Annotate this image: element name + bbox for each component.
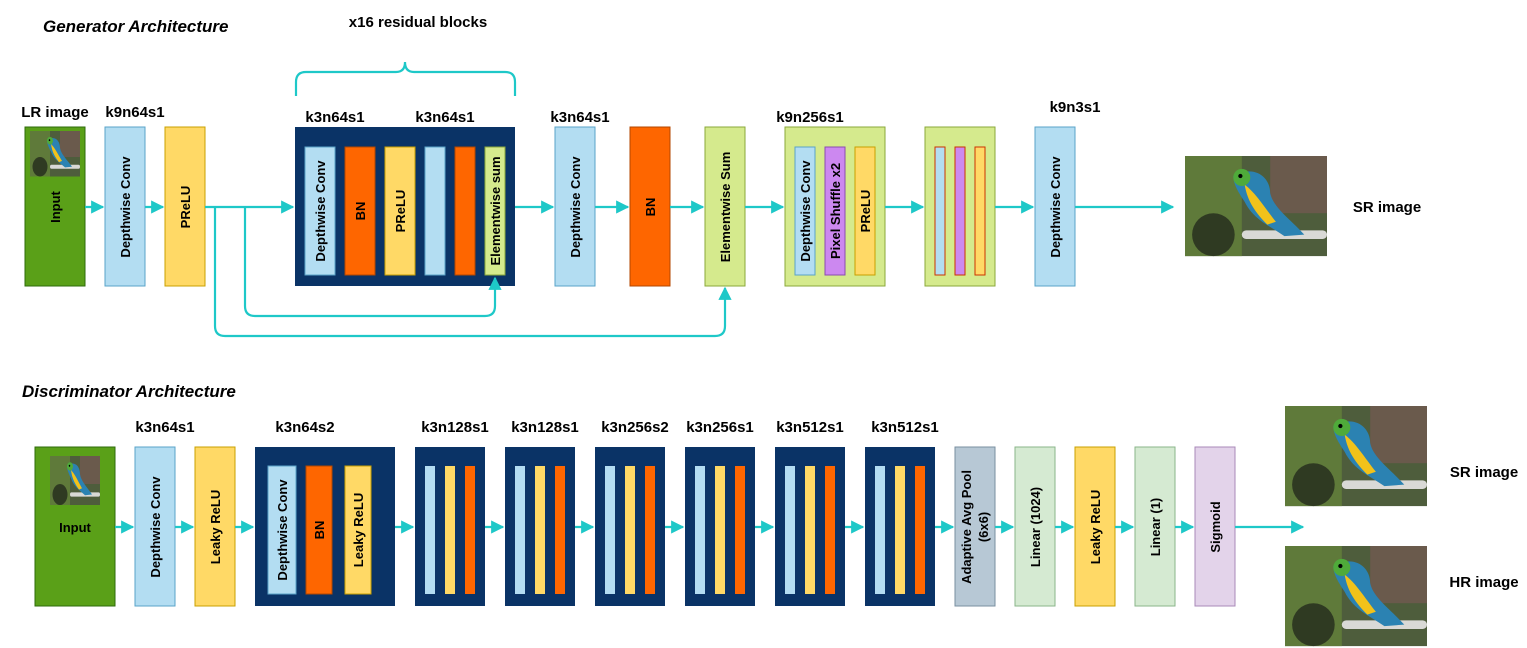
gen-res-sum: [484, 146, 506, 276]
gen-up2-shuffle: [954, 146, 966, 276]
gen-label-res-b: k3n64s1: [415, 109, 474, 126]
parrot-photo-icon: [50, 456, 100, 505]
disc-pool-block: [954, 446, 996, 607]
gen-res-prelu: [384, 146, 416, 276]
gen-label-k9n64s1: k9n64s1: [105, 104, 164, 121]
disc-lrelu3-label: Leaky ReLU: [1088, 490, 1103, 564]
disc-label-4: k3n128s1: [511, 419, 579, 436]
gen-res-conv: [304, 146, 336, 276]
disc-sigmoid-block: [1194, 446, 1236, 607]
disc-label-6: k3n256s1: [686, 419, 754, 436]
disc-block-8: [865, 447, 935, 606]
disc-block2-bn: [305, 465, 333, 595]
disc-label-5: k3n256s2: [601, 419, 669, 436]
disc-conv1-block: [134, 446, 176, 607]
gen-conv2-block: [554, 126, 596, 287]
gen-label-post-res: k3n64s1: [550, 109, 609, 126]
residual-brace-label: x16 residual blocks: [349, 14, 487, 31]
gen-sr-caption: SR image: [1353, 199, 1421, 216]
disc-linear1-block: [1014, 446, 1056, 607]
disc-label-2: k3n64s2: [275, 419, 334, 436]
gen-up-prelu-label: PReLU: [858, 190, 873, 233]
parrot-photo-icon: [30, 131, 80, 177]
lr-image-caption: LR image: [21, 104, 89, 121]
gen-conv1-block: [104, 126, 146, 287]
gen-sum2-block: [704, 126, 746, 287]
gen-prelu1-label: PReLU: [178, 186, 193, 229]
gen-conv2-label: Depthwise Conv: [568, 156, 583, 258]
disc-lrelu3-block: [1074, 446, 1116, 607]
generator-title: Generator Architecture: [43, 17, 228, 36]
disc-lrelu1-block: [194, 446, 236, 607]
gen-label-final: k9n3s1: [1050, 99, 1101, 116]
disc-sigmoid-label: Sigmoid: [1208, 501, 1223, 552]
gen-up2-conv: [934, 146, 946, 276]
disc-conv1-label: Depthwise Conv: [148, 476, 163, 578]
disc-block2-conv: [267, 465, 297, 595]
residual-brace: [294, 61, 517, 96]
disc-block2-lrelu-label: Leaky ReLU: [351, 493, 366, 567]
disc-linear2-label: Linear (1): [1148, 498, 1163, 557]
gen-res-bn: [344, 146, 376, 276]
disc-hr-caption: HR image: [1449, 574, 1518, 591]
disc-label-1: k3n64s1: [135, 419, 194, 436]
disc-block2-lrelu: [344, 465, 372, 595]
gen-up-shuffle-label: Pixel Shuffle x2: [828, 163, 843, 259]
gen-res-conv-label: Depthwise Conv: [313, 160, 328, 262]
disc-block-6: [685, 447, 755, 606]
gen-res-sum-label: Elementwise sum: [488, 156, 503, 265]
gen-bn2-label: BN: [643, 198, 658, 217]
gen-final-conv-label: Depthwise Conv: [1048, 156, 1063, 258]
disc-label-7: k3n512s1: [776, 419, 844, 436]
gen-res-prelu-label: PReLU: [393, 190, 408, 233]
gen-res-bn-2: [454, 146, 476, 276]
gen-prelu1-block: [164, 126, 206, 287]
gen-res-conv-2: [424, 146, 446, 276]
gen-conv1-label: Depthwise Conv: [118, 156, 133, 258]
disc-sr-image: [1285, 406, 1427, 507]
disc-label-3: k3n128s1: [421, 419, 489, 436]
disc-block-4: [505, 447, 575, 606]
gen-input-label: Input: [48, 190, 63, 222]
gen-label-upsample: k9n256s1: [776, 109, 844, 126]
disc-hr-image: [1285, 546, 1427, 647]
disc-pool-label: Adaptive Avg Pool: [959, 470, 974, 584]
disc-block-7: [775, 447, 845, 606]
gen-up2-prelu: [974, 146, 986, 276]
disc-block-5: [595, 447, 665, 606]
disc-label-8: k3n512s1: [871, 419, 939, 436]
disc-pool-size: (6x6): [976, 512, 991, 542]
gen-res-bn-label: BN: [353, 202, 368, 221]
disc-block2-conv-label: Depthwise Conv: [275, 479, 290, 581]
disc-input-label: Input: [59, 520, 91, 535]
gen-up-conv: [794, 146, 816, 276]
gen-up-conv-label: Depthwise Conv: [798, 160, 813, 262]
disc-block2-bn-label: BN: [312, 521, 327, 540]
gen-final-conv-block: [1034, 126, 1076, 287]
gen-sr-output-image: [1185, 156, 1327, 257]
gen-sum2-label: Elementwise Sum: [718, 152, 733, 263]
gen-up-shuffle: [824, 146, 846, 276]
gen-up-prelu: [854, 146, 876, 276]
generator-arrows: [85, 200, 1175, 338]
discriminator-title: Discriminator Architecture: [22, 382, 236, 401]
gen-label-res-a: k3n64s1: [305, 109, 364, 126]
disc-lrelu1-label: Leaky ReLU: [208, 490, 223, 564]
gen-bn2-block: [629, 126, 671, 287]
disc-linear1-label: Linear (1024): [1028, 487, 1043, 567]
disc-block-3: [415, 447, 485, 606]
disc-sr-caption: SR image: [1450, 464, 1518, 481]
